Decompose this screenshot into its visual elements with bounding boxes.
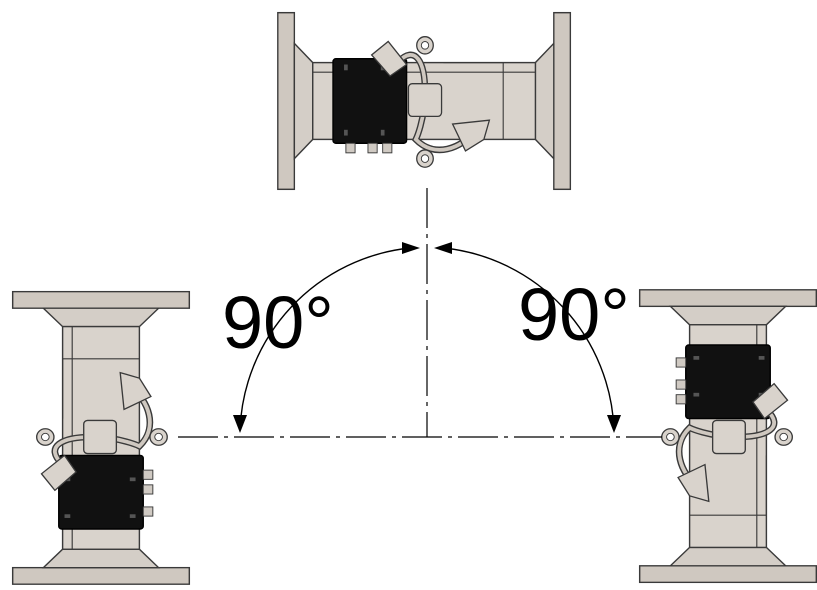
meter-left: [13, 292, 190, 585]
left-angle-label: 90°: [222, 281, 334, 364]
right-angle-label: 90°: [518, 273, 630, 356]
left-arc-arrowhead-down: [233, 415, 247, 433]
meter-top: [278, 13, 571, 190]
left-arc-arrowhead-top: [402, 242, 420, 254]
right-arc-arrowhead-down: [607, 415, 621, 433]
meter-right: [640, 290, 817, 583]
right-rotation-arc: [443, 247, 615, 431]
right-arc-arrowhead-top: [434, 242, 452, 254]
left-rotation-arc: [239, 247, 411, 431]
